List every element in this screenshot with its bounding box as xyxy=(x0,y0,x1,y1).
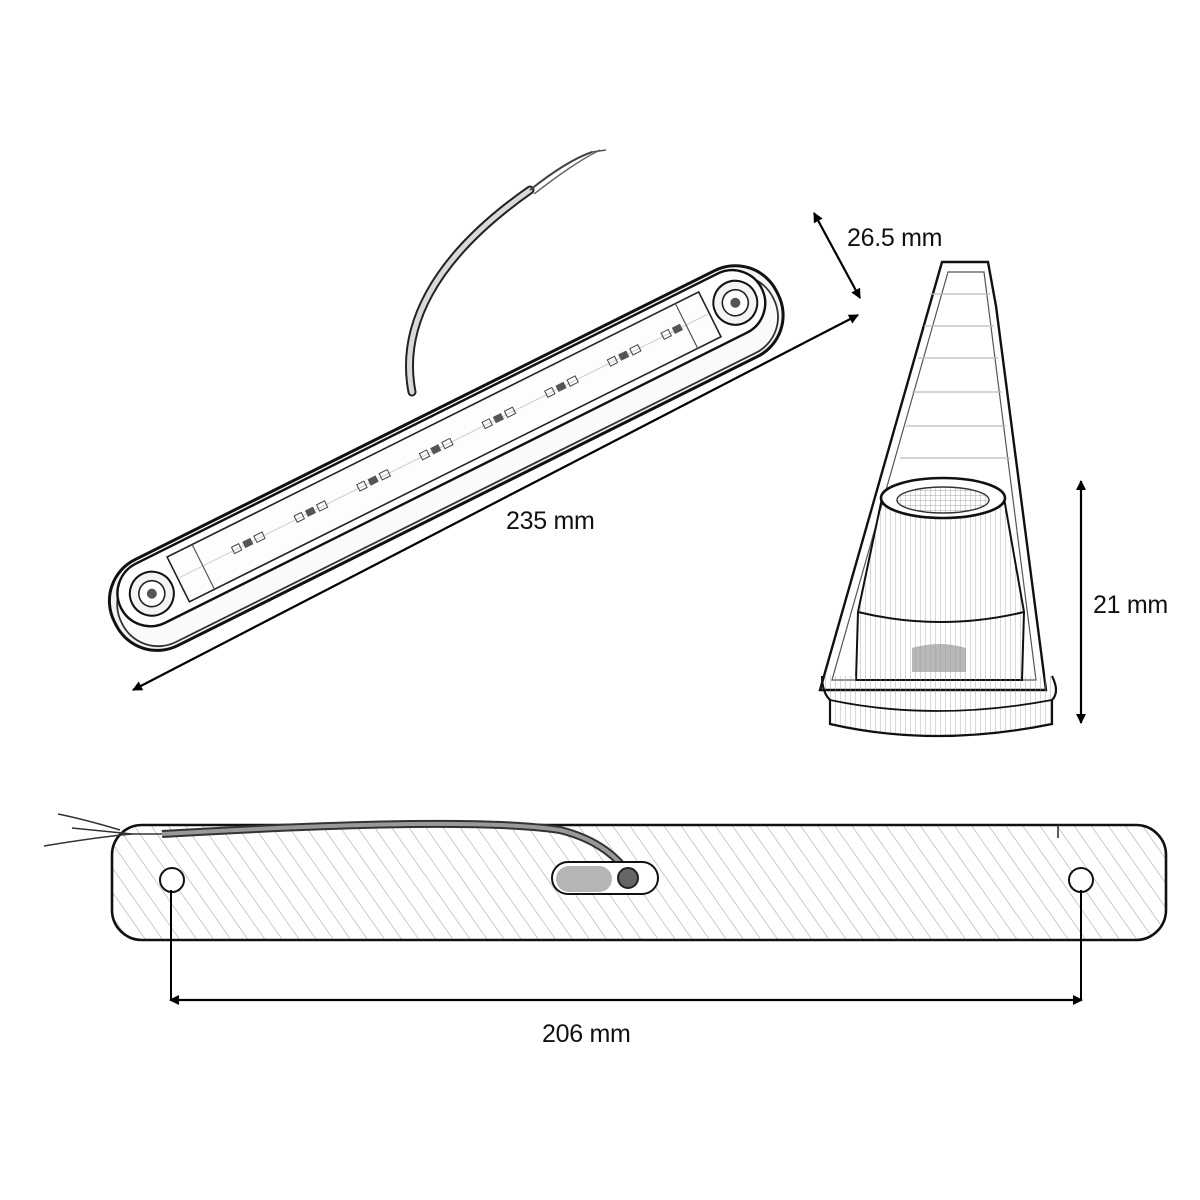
screw-right xyxy=(712,279,759,326)
end-profile-view xyxy=(818,260,1086,738)
bottom-cable xyxy=(43,813,634,879)
hole-spacing-dimension-label: 206 mm xyxy=(542,1020,631,1048)
length-dimension-line xyxy=(132,314,859,691)
width-dimension-line xyxy=(813,212,861,299)
width-dimension-label: 26.5 mm xyxy=(847,224,943,252)
mounting-hole-right xyxy=(1068,867,1094,893)
light-bar-housing xyxy=(107,264,785,652)
bottom-view xyxy=(43,813,1168,1005)
height-dimension-label: 21 mm xyxy=(1093,591,1168,619)
mounting-hole-left xyxy=(159,867,185,893)
isometric-view xyxy=(107,149,861,691)
length-dimension-label: 235 mm xyxy=(506,507,595,535)
